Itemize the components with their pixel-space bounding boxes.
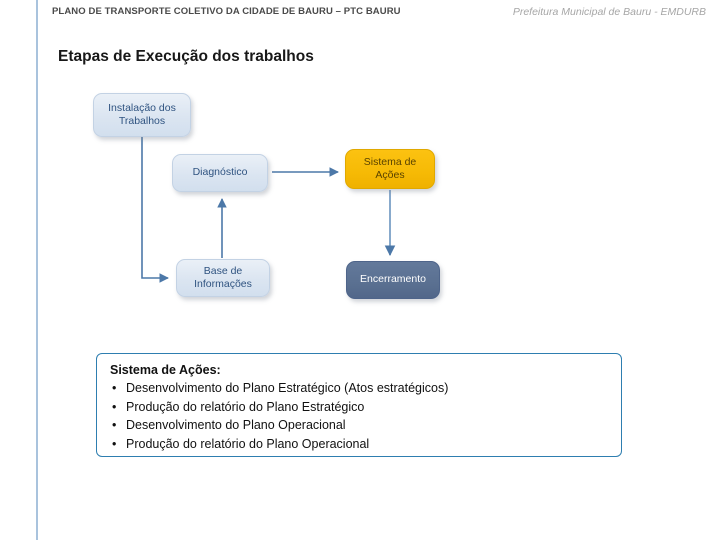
flow-node-label: Diagnóstico xyxy=(192,166,248,179)
slide-header: PLANO DE TRANSPORTE COLETIVO DA CIDADE D… xyxy=(0,0,720,26)
bullet-glyph: • xyxy=(112,381,117,395)
flow-node-base-de-informacoes[interactable]: Base de Informações xyxy=(176,259,270,297)
list-item: • Desenvolvimento do Plano Estratégico (… xyxy=(109,379,609,398)
flow-node-encerramento[interactable]: Encerramento xyxy=(346,261,440,299)
callout-bullet-list: • Desenvolvimento do Plano Estratégico (… xyxy=(109,379,609,453)
flow-node-diagnostico[interactable]: Diagnóstico xyxy=(172,154,268,192)
bullet-glyph: • xyxy=(112,418,117,432)
flow-node-label: Base de Informações xyxy=(194,265,252,291)
bullet-glyph: • xyxy=(112,436,117,451)
list-item-text: Produção do relatório do Plano Operacion… xyxy=(126,436,370,451)
flow-node-label: Sistema de Ações xyxy=(364,156,417,182)
connector-instalacao-to-base xyxy=(141,137,169,283)
flow-node-label-line2: Informações xyxy=(194,278,252,290)
flow-node-label-line1: Base de xyxy=(203,264,243,277)
flow-node-label: Encerramento xyxy=(360,273,426,286)
list-item-text: Produção do relatório do Plano Estratégi… xyxy=(126,399,365,414)
header-organization-label: Prefeitura Municipal de Bauru - EMDURB xyxy=(512,6,706,18)
list-item: • Produção do relatório do Plano Operaci… xyxy=(109,435,609,454)
callout-title: Sistema de Ações: xyxy=(110,363,221,377)
page-title: Etapas de Execução dos trabalhos xyxy=(58,48,314,65)
list-item: • Desenvolvimento do Plano Operacional xyxy=(109,416,609,435)
flow-node-instalacao-dos-trabalhos[interactable]: Instalação dos Trabalhos xyxy=(93,93,191,137)
flow-node-sistema-de-acoes[interactable]: Sistema de Ações xyxy=(345,149,435,189)
sistema-de-acoes-callout: Sistema de Ações: • Desenvolvimento do P… xyxy=(96,353,622,457)
flow-node-label-line2: Trabalhos xyxy=(118,115,166,127)
list-item: • Produção do relatório do Plano Estraté… xyxy=(109,398,609,417)
list-item-text: Desenvolvimento do Plano Operacional xyxy=(126,418,346,432)
left-vertical-rule xyxy=(36,0,38,540)
bullet-glyph: • xyxy=(112,399,117,414)
flow-node-label-line2: Ações xyxy=(375,169,405,181)
list-item-text: Desenvolvimento do Plano Estratégico (At… xyxy=(126,381,449,395)
header-title: PLANO DE TRANSPORTE COLETIVO DA CIDADE D… xyxy=(52,6,401,17)
flow-node-label-line1: Sistema de xyxy=(363,155,417,168)
flow-node-label-line1: Instalação dos xyxy=(108,101,176,114)
flow-node-label: Instalação dos Trabalhos xyxy=(108,102,176,128)
